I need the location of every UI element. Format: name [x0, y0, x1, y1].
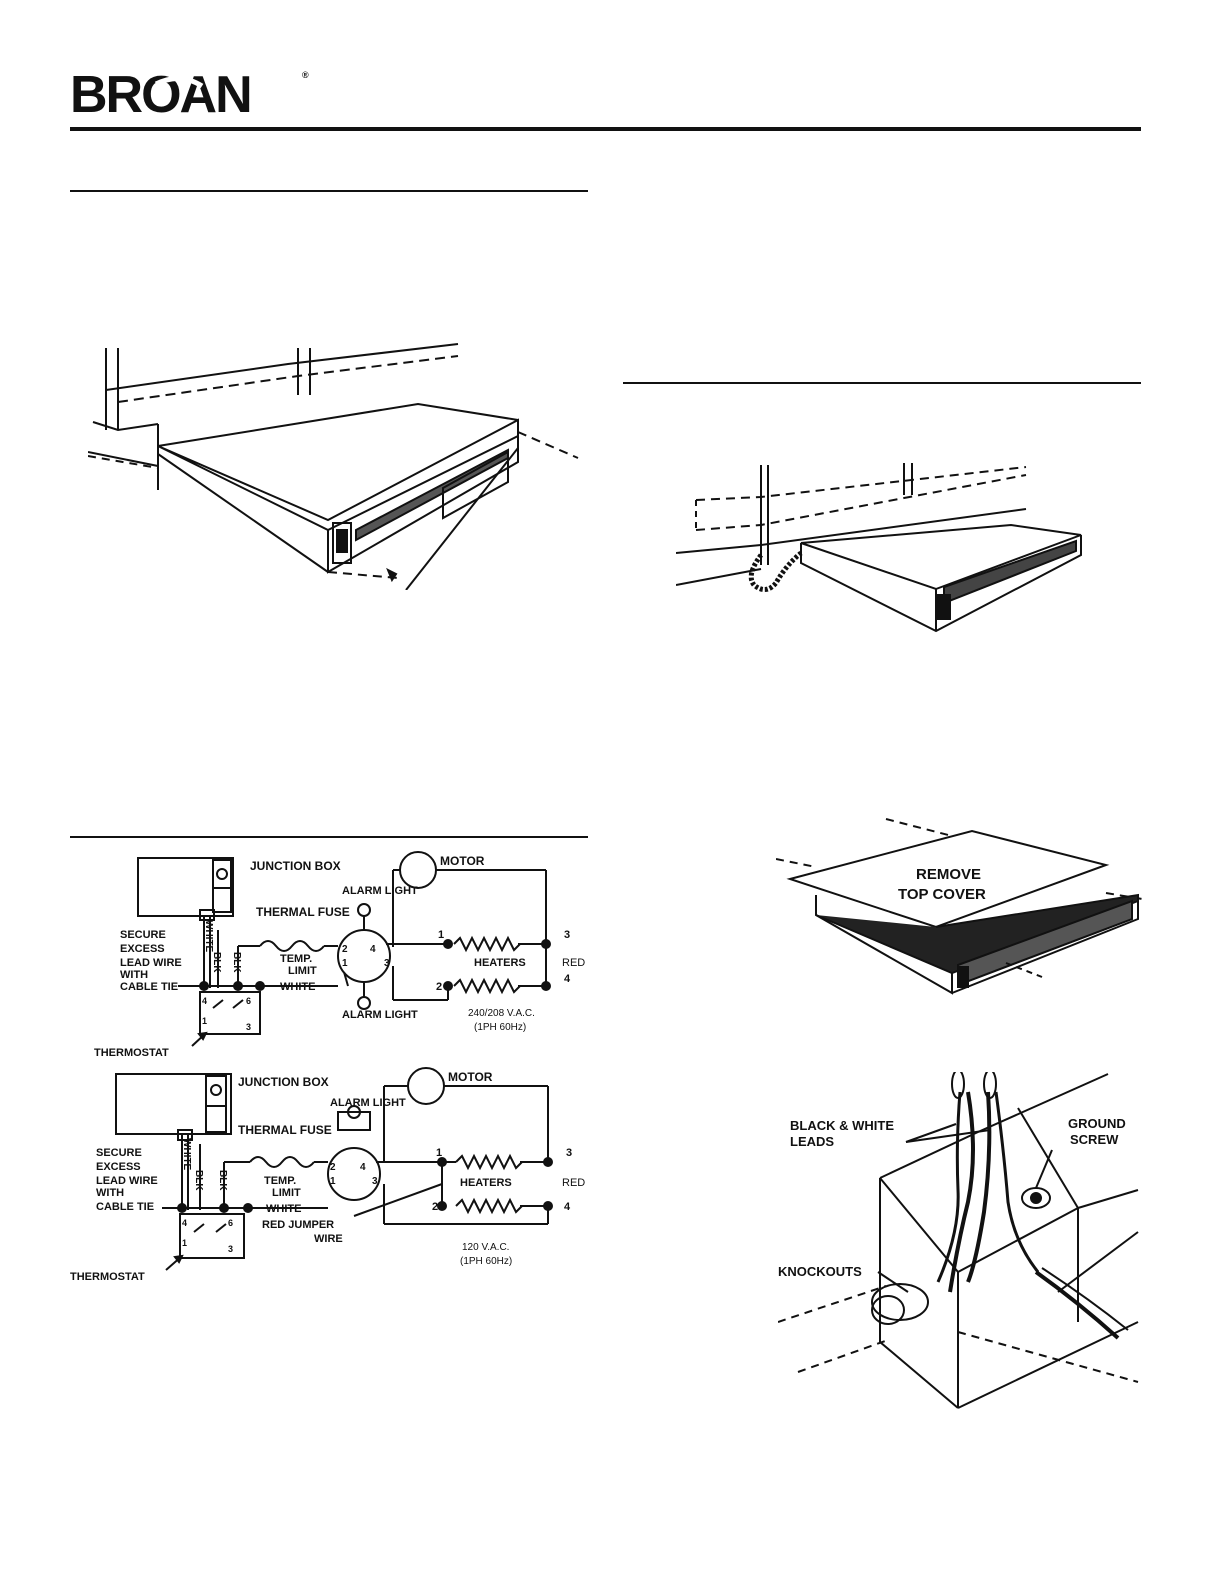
svg-text:WITH: WITH	[96, 1187, 124, 1199]
svg-text:120 V.A.C.: 120 V.A.C.	[462, 1242, 509, 1253]
svg-text:MOTOR: MOTOR	[448, 1070, 493, 1084]
svg-text:3: 3	[566, 1147, 572, 1159]
svg-text:4: 4	[202, 996, 207, 1006]
svg-text:HEATERS: HEATERS	[474, 957, 526, 969]
remove-cover-figure: REMOVE TOP COVER	[775, 815, 1146, 1005]
svg-text:WHITE: WHITE	[266, 1203, 301, 1215]
svg-text:THERMAL FUSE: THERMAL FUSE	[256, 905, 350, 919]
svg-text:LIMIT: LIMIT	[288, 965, 317, 977]
svg-text:240/208 V.A.C.: 240/208 V.A.C.	[468, 1008, 535, 1019]
svg-text:3: 3	[372, 1176, 378, 1187]
svg-text:SCREW: SCREW	[1070, 1132, 1119, 1147]
svg-text:RED JUMPER: RED JUMPER	[262, 1219, 334, 1231]
svg-text:TEMP.: TEMP.	[280, 953, 312, 965]
svg-text:THERMOSTAT: THERMOSTAT	[70, 1271, 145, 1283]
trademark: ®	[302, 70, 309, 80]
svg-text:2: 2	[436, 981, 442, 993]
broan-logo: BROAN ®	[70, 64, 310, 124]
svg-text:2: 2	[432, 1201, 438, 1213]
svg-text:EXCESS: EXCESS	[96, 1161, 141, 1173]
svg-text:1: 1	[438, 929, 444, 941]
wiring-diagram-120v: JUNCTION BOX MOTOR ALARM LIGHT THERMAL F…	[66, 1064, 596, 1290]
svg-text:WIRE: WIRE	[314, 1233, 343, 1245]
brand-name: BROAN	[70, 66, 251, 120]
svg-text:4: 4	[370, 944, 376, 955]
svg-text:JUNCTION BOX: JUNCTION BOX	[250, 859, 341, 873]
svg-text:3: 3	[564, 929, 570, 941]
svg-text:1: 1	[330, 1176, 336, 1187]
svg-text:HEATERS: HEATERS	[460, 1177, 512, 1189]
svg-text:WHITE: WHITE	[181, 1138, 192, 1171]
svg-text:LEAD WIRE: LEAD WIRE	[96, 1175, 158, 1187]
svg-text:CABLE TIE: CABLE TIE	[96, 1201, 154, 1213]
svg-text:SECURE: SECURE	[96, 1147, 142, 1159]
svg-text:RED: RED	[562, 957, 585, 969]
svg-text:ALARM LIGHT: ALARM LIGHT	[342, 1009, 418, 1021]
svg-text:BLK: BLK	[193, 1170, 204, 1191]
svg-text:1: 1	[202, 1016, 207, 1026]
section-rule-right	[623, 382, 1141, 384]
svg-text:WHITE: WHITE	[203, 920, 214, 953]
svg-text:LIMIT: LIMIT	[272, 1187, 301, 1199]
svg-text:RED: RED	[562, 1177, 585, 1189]
svg-text:(1PH 60Hz): (1PH 60Hz)	[474, 1022, 526, 1033]
svg-text:BLK: BLK	[231, 952, 242, 973]
section-rule-left-bottom	[70, 836, 588, 838]
svg-text:WHITE: WHITE	[280, 981, 315, 993]
remove-label: REMOVE	[916, 866, 981, 883]
svg-text:4: 4	[360, 1162, 366, 1173]
svg-text:SECURE: SECURE	[120, 929, 166, 941]
wiring-diagram-240v: JUNCTION BOX MOTOR ALARM LIGHT THERMAL F…	[88, 848, 598, 1068]
install-figure-1	[87, 340, 588, 591]
svg-text:6: 6	[246, 996, 251, 1006]
svg-text:WITH: WITH	[120, 969, 148, 981]
svg-text:1: 1	[342, 958, 348, 969]
svg-text:3: 3	[246, 1022, 251, 1032]
svg-text:3: 3	[228, 1244, 233, 1254]
section-rule-left-top	[70, 190, 588, 192]
svg-text:2: 2	[330, 1162, 336, 1173]
leads-label: BLACK & WHITE	[790, 1118, 894, 1133]
ground-label: GROUND	[1068, 1116, 1126, 1131]
svg-text:ALARM LIGHT: ALARM LIGHT	[330, 1097, 406, 1109]
svg-text:4: 4	[564, 973, 571, 985]
top-cover-label: TOP COVER	[898, 886, 986, 903]
svg-text:4: 4	[564, 1201, 571, 1213]
svg-text:(1PH 60Hz): (1PH 60Hz)	[460, 1256, 512, 1267]
svg-text:THERMOSTAT: THERMOSTAT	[94, 1047, 169, 1059]
svg-text:1: 1	[182, 1238, 187, 1248]
header-rule	[70, 127, 1141, 131]
svg-text:ALARM LIGHT: ALARM LIGHT	[342, 885, 418, 897]
svg-text:EXCESS: EXCESS	[120, 943, 165, 955]
knockouts-label: KNOCKOUTS	[778, 1264, 862, 1279]
svg-text:JUNCTION BOX: JUNCTION BOX	[238, 1075, 329, 1089]
svg-text:MOTOR: MOTOR	[440, 854, 485, 868]
svg-text:BLK: BLK	[211, 952, 222, 973]
svg-text:4: 4	[182, 1218, 187, 1228]
svg-text:2: 2	[342, 944, 348, 955]
svg-text:BLK: BLK	[217, 1170, 228, 1191]
svg-text:LEAD WIRE: LEAD WIRE	[120, 957, 182, 969]
svg-text:1: 1	[436, 1147, 442, 1159]
svg-text:THERMAL FUSE: THERMAL FUSE	[238, 1123, 332, 1137]
svg-text:LEADS: LEADS	[790, 1134, 834, 1149]
install-figure-2	[675, 455, 1096, 645]
svg-text:TEMP.: TEMP.	[264, 1175, 296, 1187]
junction-box-figure: BLACK & WHITE LEADS GROUND SCREW KNOCKOU…	[777, 1069, 1148, 1418]
svg-text:6: 6	[228, 1218, 233, 1228]
svg-text:CABLE TIE: CABLE TIE	[120, 981, 178, 993]
svg-text:3: 3	[384, 958, 390, 969]
